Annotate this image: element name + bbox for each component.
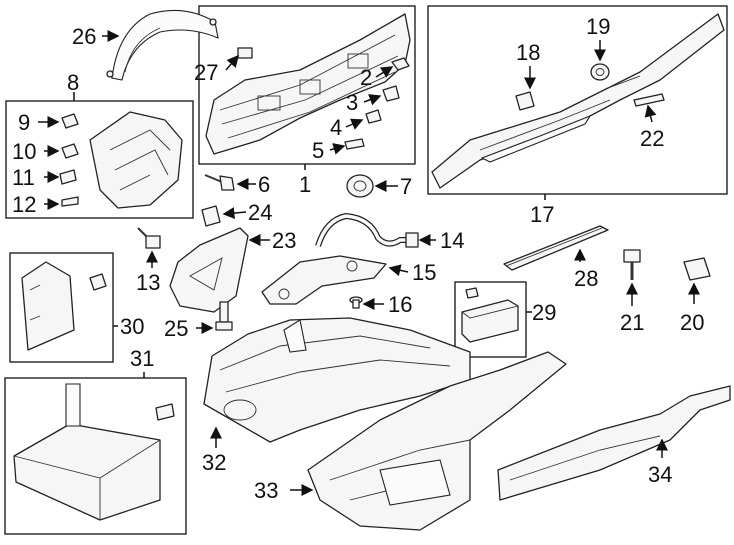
- callout-19: 19: [586, 14, 610, 39]
- callout-23: 23: [272, 228, 296, 253]
- part-13-bolt: [137, 227, 161, 249]
- callout-17: 17: [530, 202, 554, 227]
- part-3-clip: [382, 85, 400, 102]
- group-box-30: [9, 252, 114, 363]
- part-30-side-cover: [21, 261, 107, 351]
- callout-34: 34: [648, 462, 672, 487]
- part-17-trim-strip: [431, 13, 725, 189]
- callout-labels: 26 27 8 9 10 11 12 2 3 4 5 1 6 7 24 23 1…: [12, 14, 704, 503]
- callout-18: 18: [516, 40, 540, 65]
- callout-24: 24: [248, 200, 272, 225]
- callout-1: 1: [299, 172, 311, 197]
- callout-29: 29: [532, 300, 556, 325]
- callout-32: 32: [202, 450, 226, 475]
- callout-13: 13: [136, 270, 160, 295]
- callout-16: 16: [388, 292, 412, 317]
- part-23-trim-panel: [169, 227, 249, 313]
- callout-14: 14: [440, 228, 464, 253]
- callout-20: 20: [680, 310, 704, 335]
- part-18-clip: [515, 91, 535, 111]
- part-1-dash-panel: [205, 13, 411, 155]
- part-20-nut: [683, 257, 711, 281]
- callout-28: 28: [574, 266, 598, 291]
- part-8-side-bracket: [89, 111, 183, 209]
- leader-lines: [38, 30, 700, 496]
- callout-31: 31: [130, 346, 154, 371]
- callout-4: 4: [330, 115, 342, 140]
- part-2-clip: [391, 57, 410, 71]
- part-5-clip: [344, 138, 365, 150]
- callout-5: 5: [312, 138, 324, 163]
- part-33-center-console: [307, 351, 567, 531]
- callout-33: 33: [254, 478, 278, 503]
- callout-10: 10: [12, 139, 36, 164]
- group-box-29: [454, 281, 527, 358]
- callout-8: 8: [67, 70, 79, 95]
- part-9-clip: [61, 113, 79, 129]
- group-box-8: [5, 100, 194, 219]
- part-26-cluster-hood: [106, 9, 219, 81]
- part-25-bolt: [215, 301, 233, 331]
- part-29-box: [461, 287, 519, 343]
- group-box-31: [4, 377, 187, 535]
- callout-11: 11: [12, 165, 35, 190]
- part-7-knob: [346, 174, 374, 198]
- callout-7: 7: [400, 174, 412, 199]
- part-28-rail: [503, 225, 609, 271]
- group-box-17: [427, 5, 728, 195]
- callout-3: 3: [346, 90, 358, 115]
- part-22-strip: [633, 93, 665, 107]
- part-10-clip: [61, 143, 79, 159]
- part-27-clip: [237, 47, 253, 59]
- callout-27: 27: [194, 60, 218, 85]
- callout-22: 22: [640, 126, 664, 151]
- part-15-insulator: [261, 255, 387, 305]
- callout-26: 26: [72, 24, 96, 49]
- part-34-side-trim: [497, 385, 731, 501]
- part-32-console-carrier: [203, 317, 471, 443]
- group-box-1: [198, 5, 416, 165]
- callout-21: 21: [620, 310, 644, 335]
- part-4-clip: [365, 109, 382, 124]
- part-12-clip: [61, 196, 79, 207]
- part-11-clip: [59, 169, 77, 185]
- part-16-clip: [349, 296, 363, 309]
- callout-15: 15: [412, 260, 436, 285]
- callout-12: 12: [12, 192, 36, 217]
- part-19-grommet: [590, 63, 610, 81]
- part-24-clip: [201, 205, 221, 227]
- callout-25: 25: [164, 316, 188, 341]
- part-6-screw: [204, 174, 235, 191]
- callout-6: 6: [258, 172, 270, 197]
- callout-30: 30: [120, 314, 144, 339]
- part-21-bolt: [623, 249, 641, 280]
- callout-9: 9: [18, 110, 30, 135]
- part-31-lower-module: [13, 383, 175, 521]
- part-14-cable: [315, 212, 419, 248]
- callout-2: 2: [360, 65, 372, 90]
